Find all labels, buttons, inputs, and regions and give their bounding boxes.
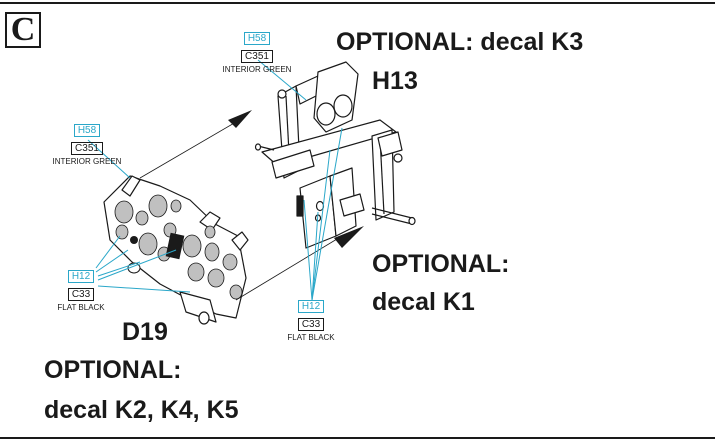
paint-code-h: H58: [243, 32, 271, 45]
callout-part-d19: D19: [122, 318, 168, 346]
knob: [130, 236, 138, 244]
paint-code-h: H12: [67, 270, 95, 283]
callout-optional-decal-k3: OPTIONAL: decal K3: [336, 28, 584, 56]
paint-code-c: C33: [297, 318, 325, 331]
callout-optional-k2-line1: OPTIONAL:: [44, 356, 182, 384]
arrow-marker: [334, 226, 364, 248]
paint-code-h: H58: [73, 124, 101, 137]
paint-code-c: C351: [71, 142, 103, 155]
paint-name: INTERIOR GREEN: [222, 65, 292, 74]
bottom-rule: [0, 437, 715, 439]
step-letter-box: C: [5, 12, 41, 48]
callout-part-h13: H13: [372, 67, 418, 95]
paint-name: FLAT BLACK: [57, 303, 105, 312]
paint-name: INTERIOR GREEN: [52, 157, 122, 166]
paint-label-interior-green: H58 C351 INTERIOR GREEN: [32, 120, 142, 166]
paint-label-flat-black: H12 C33 FLAT BLACK: [266, 296, 356, 342]
top-rule: [0, 2, 715, 4]
assembly-guides: [139, 121, 343, 301]
paint-label-flat-black: H12 C33 FLAT BLACK: [36, 266, 126, 312]
callout-optional-k1-line1: OPTIONAL:: [372, 250, 510, 278]
paint-name: FLAT BLACK: [287, 333, 335, 342]
paint-code-c: C351: [241, 50, 273, 63]
callout-optional-k1-line2: decal K1: [372, 288, 475, 316]
gauge-holes: [114, 194, 243, 300]
paint-leaders: [87, 59, 343, 301]
paint-code-c: C33: [67, 288, 95, 301]
paint-label-interior-green: H58 C351 INTERIOR GREEN: [202, 28, 312, 74]
arrow-marker: [228, 110, 252, 128]
paint-code-h: H12: [297, 300, 325, 313]
callout-optional-k2-line2: decal K2, K4, K5: [44, 396, 239, 424]
